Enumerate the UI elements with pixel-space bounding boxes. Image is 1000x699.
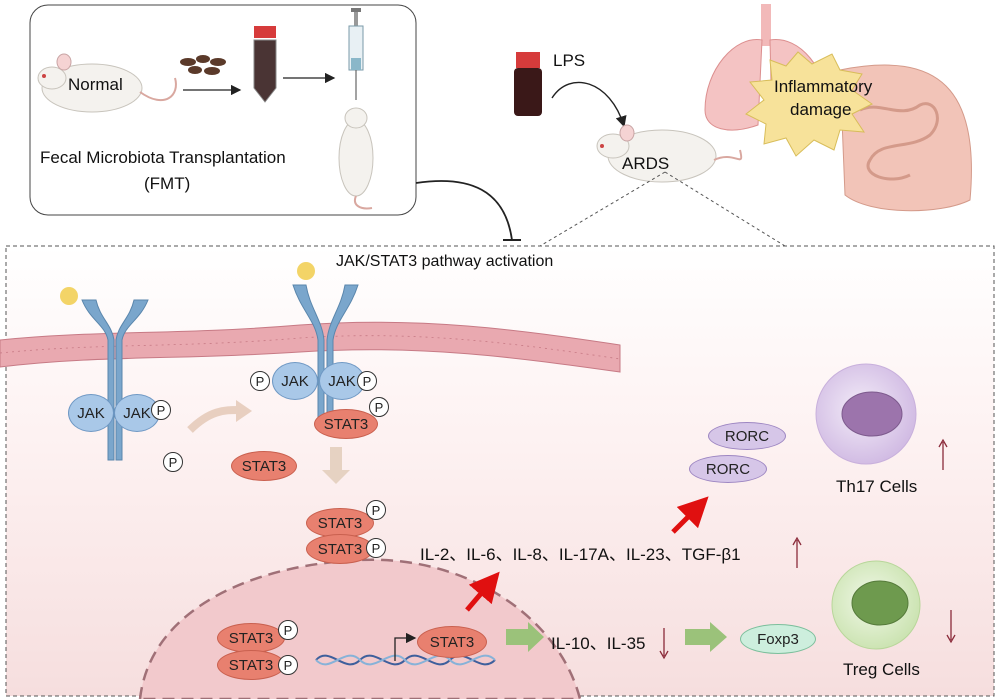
rorc-bottom: RORC (689, 455, 767, 483)
th17-up-trend-icon (938, 438, 948, 470)
lps-label: LPS (553, 51, 586, 70)
rorc-top: RORC (708, 422, 786, 450)
activation-curved-arrow (187, 406, 239, 433)
stat3-on-dna: STAT3 (417, 626, 487, 658)
phospho-nuclear-top: P (278, 620, 298, 640)
phospho-nuclear-bottom: P (278, 655, 298, 675)
th17-cell-icon (815, 363, 917, 465)
cytokines-up-trend-icon (792, 536, 802, 568)
cell-membrane (0, 321, 621, 373)
free-phosphate: P (163, 452, 183, 472)
stat3-dimer-bottom: STAT3 (306, 534, 374, 564)
stat3-free: STAT3 (231, 451, 297, 481)
upregulation-arrow-1 (465, 571, 500, 612)
inhibition-line (415, 180, 513, 241)
stat3-bound: STAT3 (314, 409, 378, 439)
cytokines-down-trend-icon (659, 628, 669, 660)
jak-left-active: JAK (272, 362, 318, 400)
ligand-dot-bound (297, 262, 315, 280)
inflammatory-burst-icon (745, 51, 873, 157)
phospho-jak-left-active: P (250, 371, 270, 391)
pathway-title: JAK/STAT3 pathway activation (336, 253, 554, 270)
nuclear-stat3-bottom: STAT3 (217, 650, 285, 680)
lps-arrow (551, 81, 627, 128)
ligand-dot (60, 287, 78, 305)
cytokines-down-label: IL-10、IL-35 (551, 634, 646, 653)
phospho-jak-right-inactive: P (151, 400, 171, 420)
normal-label: Normal (68, 75, 123, 94)
normal-mouse-icon (37, 53, 177, 113)
intestine-icon (839, 64, 972, 212)
transcription-arrow (394, 632, 417, 661)
feces-icon (180, 55, 226, 75)
jak-left-inactive: JAK (68, 394, 114, 432)
inflammatory-label-line2: damage (790, 100, 852, 119)
treg-cell-icon (831, 560, 921, 650)
treg-label: Treg Cells (843, 660, 920, 679)
syringe-icon (348, 8, 364, 100)
phosphorylation-down-arrow (322, 447, 350, 484)
th17-label: Th17 Cells (836, 477, 918, 496)
ards-mouse-icon (596, 124, 743, 183)
lps-vial-icon (514, 52, 542, 116)
nuclear-stat3-top: STAT3 (217, 623, 285, 653)
fmt-title-line1: Fecal Microbiota Transplantation (40, 148, 286, 167)
upregulation-arrow-2 (671, 496, 709, 534)
phospho-dimer-top: P (366, 500, 386, 520)
receptor-inactive (81, 299, 149, 461)
fmt-title-line2: (FMT) (144, 174, 191, 193)
fmt-box (29, 4, 417, 216)
phospho-stat3-bound: P (369, 397, 389, 417)
recipient-mouse-icon (338, 107, 374, 210)
sample-tube-icon (253, 26, 277, 103)
inflammatory-label-line1: Inflammatory (774, 77, 873, 96)
phospho-jak-right-active: P (357, 371, 377, 391)
ards-label: ARDS (622, 154, 670, 173)
foxp3-label: Foxp3 (740, 624, 816, 654)
green-arrow-1 (506, 622, 544, 652)
green-arrow-2 (685, 622, 727, 652)
treg-down-trend-icon (946, 610, 956, 644)
phospho-dimer-bottom: P (366, 538, 386, 558)
cytokines-up-label: IL-2、IL-6、IL-8、IL-17A、IL-23、TGF-β1 (420, 545, 741, 564)
